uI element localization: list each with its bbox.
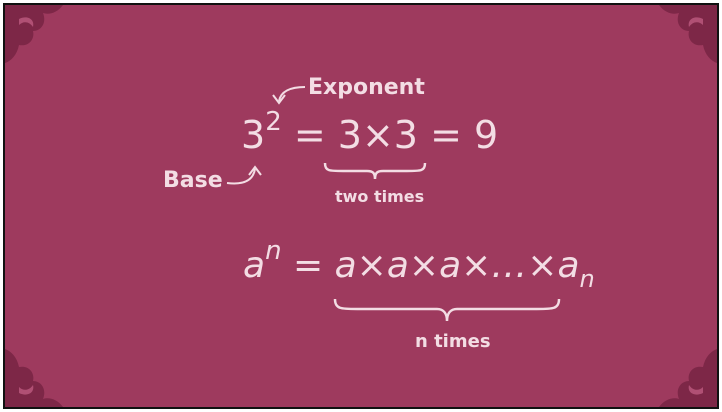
- brace-caption: two times: [335, 187, 425, 206]
- general-equation: an = a×a×a×…×an: [243, 236, 595, 293]
- brace-caption: n times: [415, 331, 491, 352]
- general-base: a: [243, 245, 266, 286]
- corner-ornament-icon: [659, 5, 717, 63]
- general-subscript: n: [579, 265, 595, 293]
- equals-sign: =: [293, 245, 324, 286]
- equals-sign: =: [430, 113, 462, 157]
- curly-brace-icon: [333, 298, 561, 322]
- equals-sign: =: [293, 113, 326, 157]
- curved-arrow-icon: [226, 165, 262, 185]
- expansion: 3×3: [337, 113, 418, 157]
- exponent-value: 2: [265, 107, 282, 137]
- example-equation: 32 = 3×3 = 9: [241, 107, 499, 157]
- corner-ornament-icon: [5, 5, 63, 63]
- base-label: Base: [163, 168, 223, 193]
- base-value: 3: [241, 113, 266, 157]
- corner-ornament-icon: [659, 349, 717, 407]
- result-value: 9: [474, 113, 499, 157]
- curly-brace-icon: [323, 162, 427, 180]
- corner-ornament-icon: [5, 349, 63, 407]
- exponent-label: Exponent: [308, 75, 425, 100]
- general-expansion: a×a×a×…×a: [334, 245, 580, 286]
- general-exponent: n: [265, 236, 282, 266]
- curved-arrow-icon: [272, 86, 306, 105]
- slide: Exponent 32 = 3×3 = 9 Base two times an …: [3, 3, 719, 409]
